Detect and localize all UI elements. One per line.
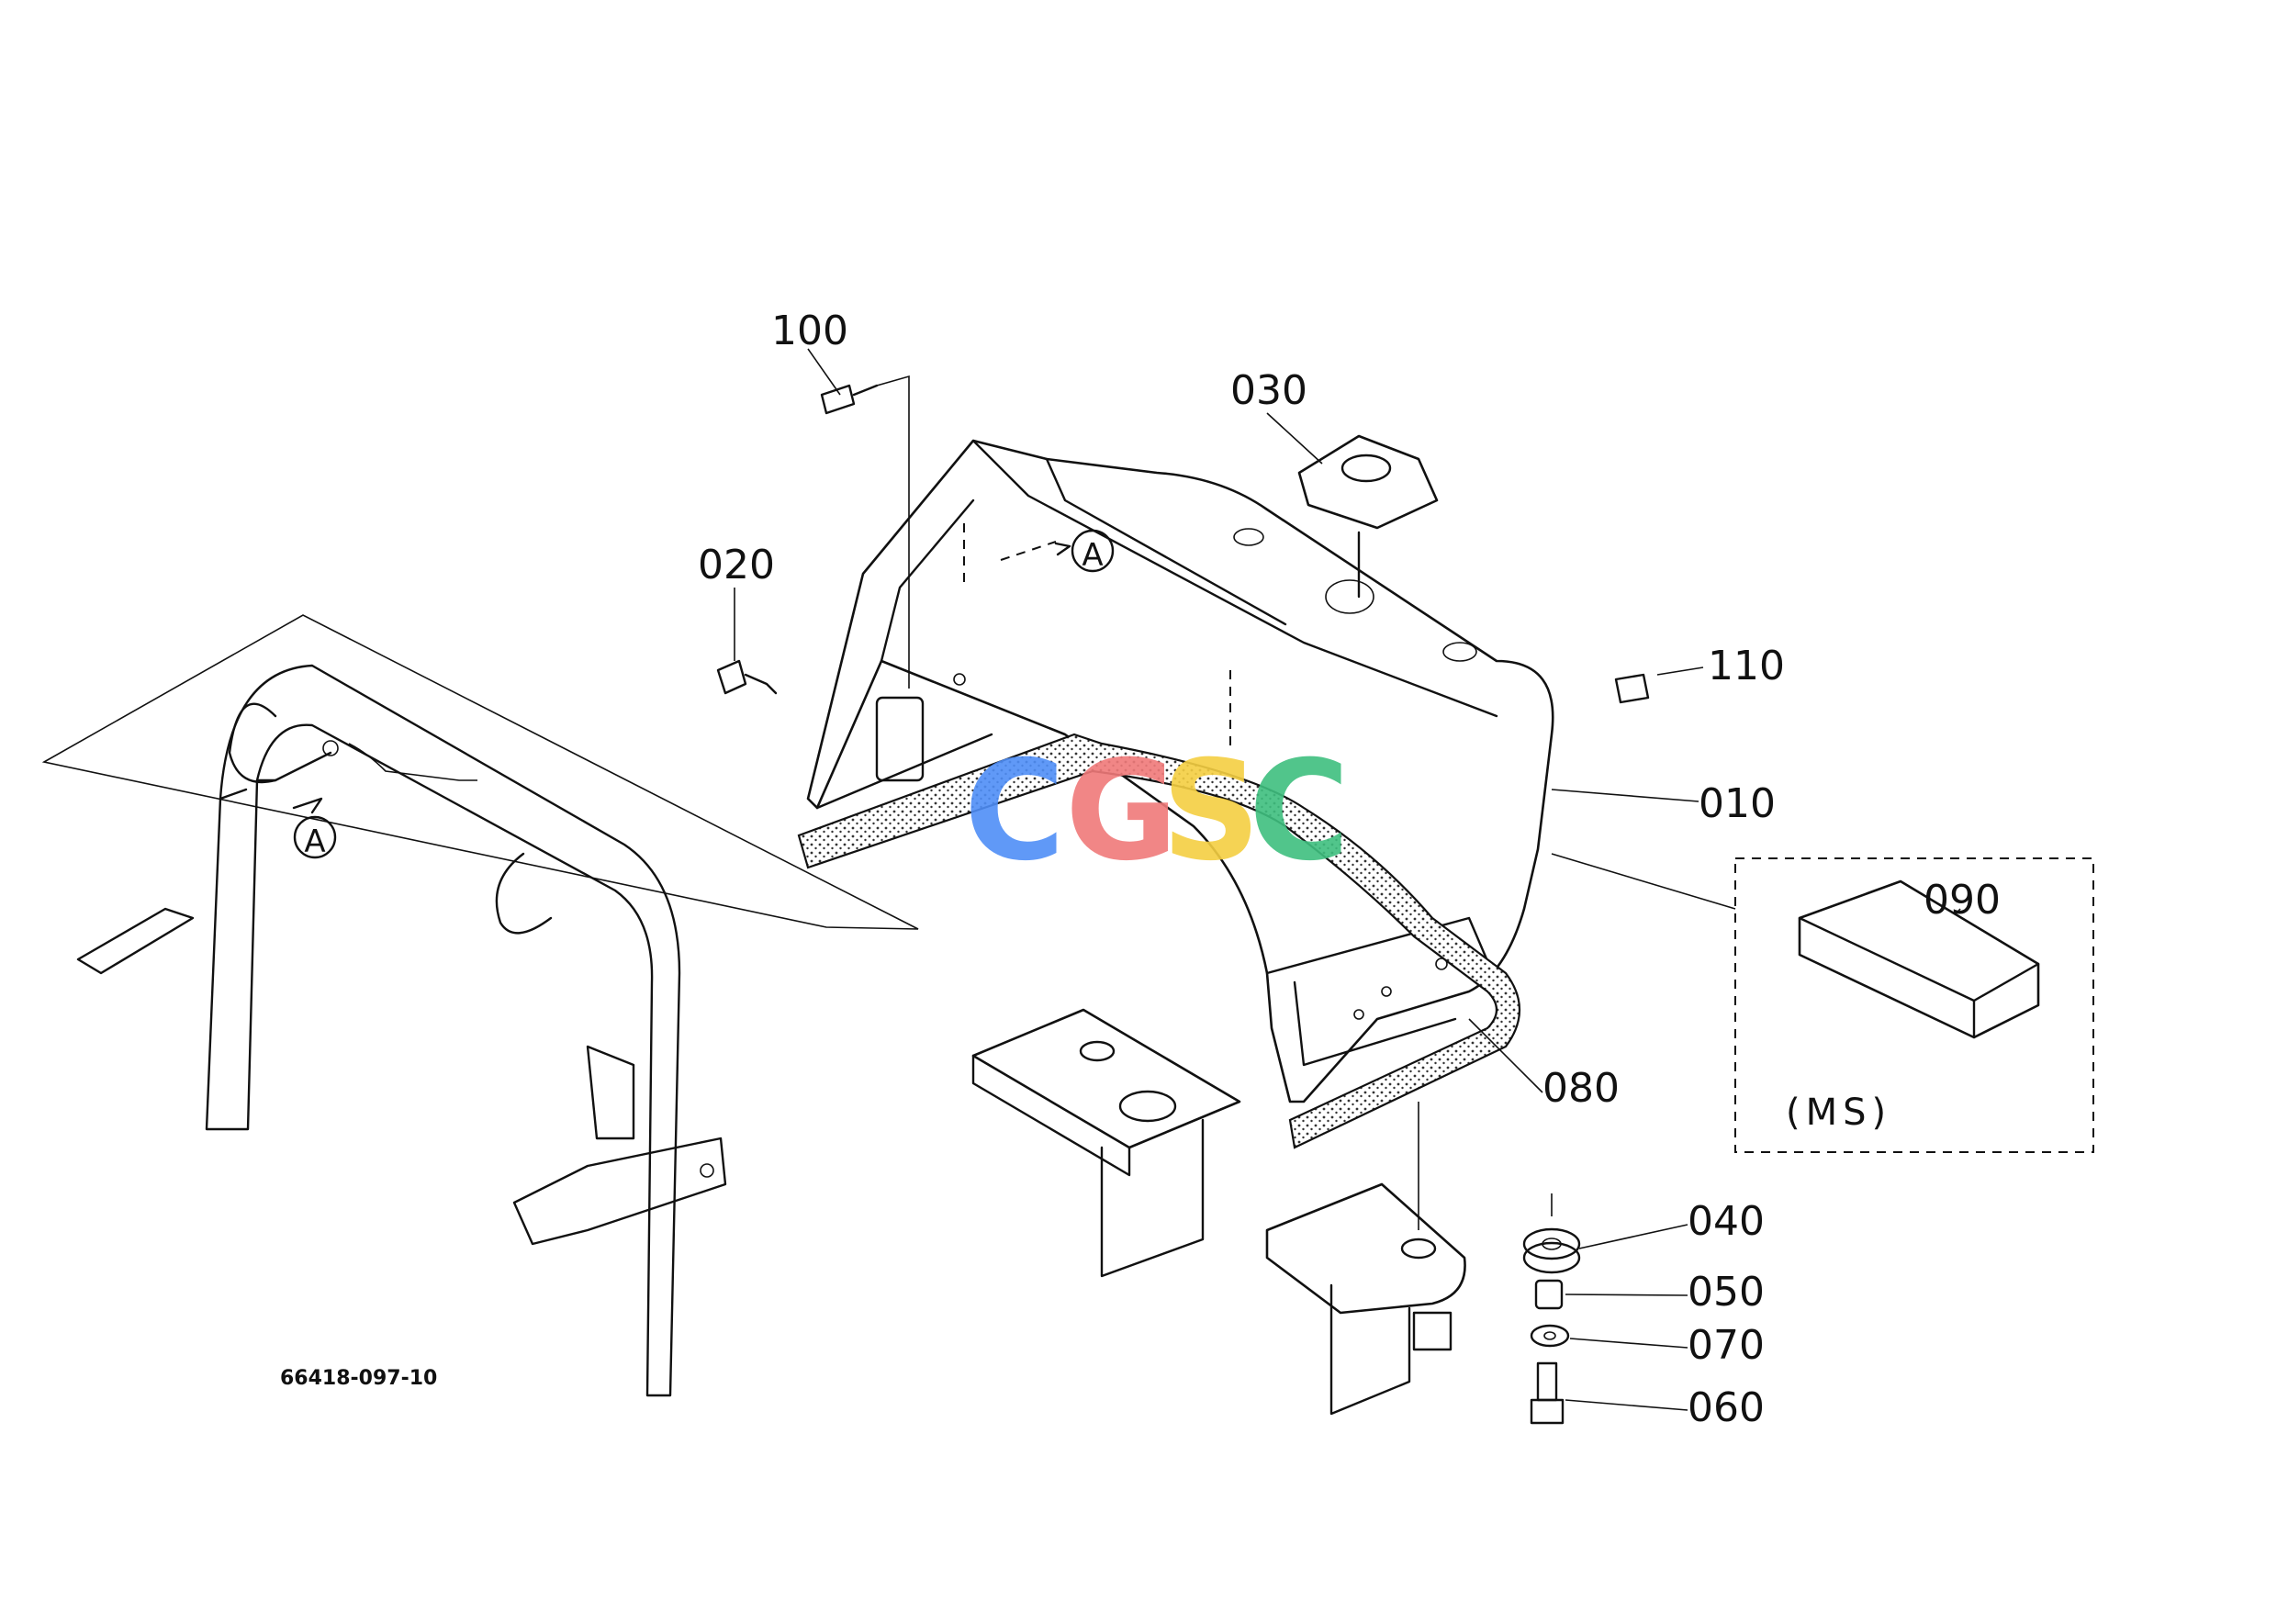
rops-frame: [41, 614, 919, 1397]
label-060: 060: [1688, 1384, 1765, 1431]
label-110: 110: [1708, 643, 1785, 689]
label-040: 040: [1688, 1198, 1765, 1245]
label-090: 090: [1924, 877, 2001, 924]
watermark-letter-3: S: [1161, 732, 1261, 891]
cushion-040: [1522, 1227, 1581, 1274]
label-020: 020: [698, 542, 775, 588]
label-030: 030: [1230, 367, 1307, 414]
leader-lines: [734, 348, 1961, 1411]
cap-030: [1297, 434, 1439, 599]
nut-110: [1614, 673, 1650, 704]
watermark-letter-2: G: [1065, 732, 1178, 891]
view-marker-a-left: A: [292, 797, 337, 860]
bolt-060: [1530, 1361, 1565, 1425]
washer-070: [1530, 1324, 1570, 1348]
label-070: 070: [1688, 1322, 1765, 1369]
label-080: 080: [1542, 1065, 1620, 1112]
bolt-020: [716, 659, 778, 695]
watermark-letter-4: C: [1249, 732, 1350, 891]
watermark-letter-1: C: [964, 732, 1065, 891]
view-marker-a-left-text: A: [304, 823, 325, 860]
view-marker-a-right: A: [1054, 529, 1115, 574]
hardware: [716, 384, 1650, 1425]
mount-brackets: [971, 1008, 1466, 1416]
part-labels: 100 030 020 110 010 090 080 040 050 070 …: [698, 308, 2001, 1431]
label-010: 010: [1699, 780, 1776, 827]
label-050: 050: [1688, 1269, 1765, 1316]
watermark: C G S C: [964, 732, 1350, 891]
drawing-number: 66418-097-10: [280, 1367, 437, 1390]
label-100: 100: [771, 308, 848, 354]
option-box-label: (MS): [1786, 1092, 1891, 1134]
bolt-100: [820, 384, 879, 415]
collar-050: [1534, 1279, 1564, 1310]
option-box-ms: (MS): [1734, 857, 2094, 1153]
foam-strip-080: [797, 733, 1521, 1149]
view-marker-a-right-text: A: [1082, 537, 1103, 574]
